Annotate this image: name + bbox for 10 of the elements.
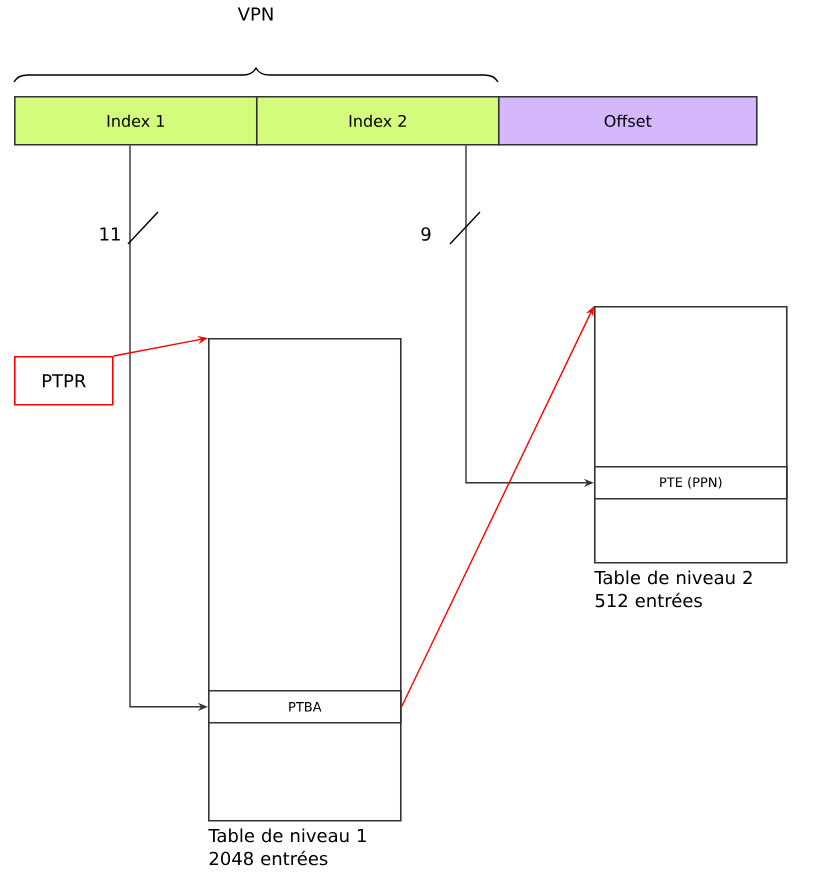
field-box: Index 2 [256,96,500,146]
register-box: PTPR [14,356,114,406]
table-caption: Table de niveau 1 2048 entrées [208,828,366,866]
bit-count-label: 11 [100,227,120,241]
bit-count-label: 9 [421,227,431,241]
table-box [208,338,402,822]
field-box: Index 1 [14,96,258,146]
field-group-label: VPN [237,7,273,21]
field-box: Offset [498,96,758,146]
table-caption: Table de niveau 2 512 entrées [594,570,752,608]
